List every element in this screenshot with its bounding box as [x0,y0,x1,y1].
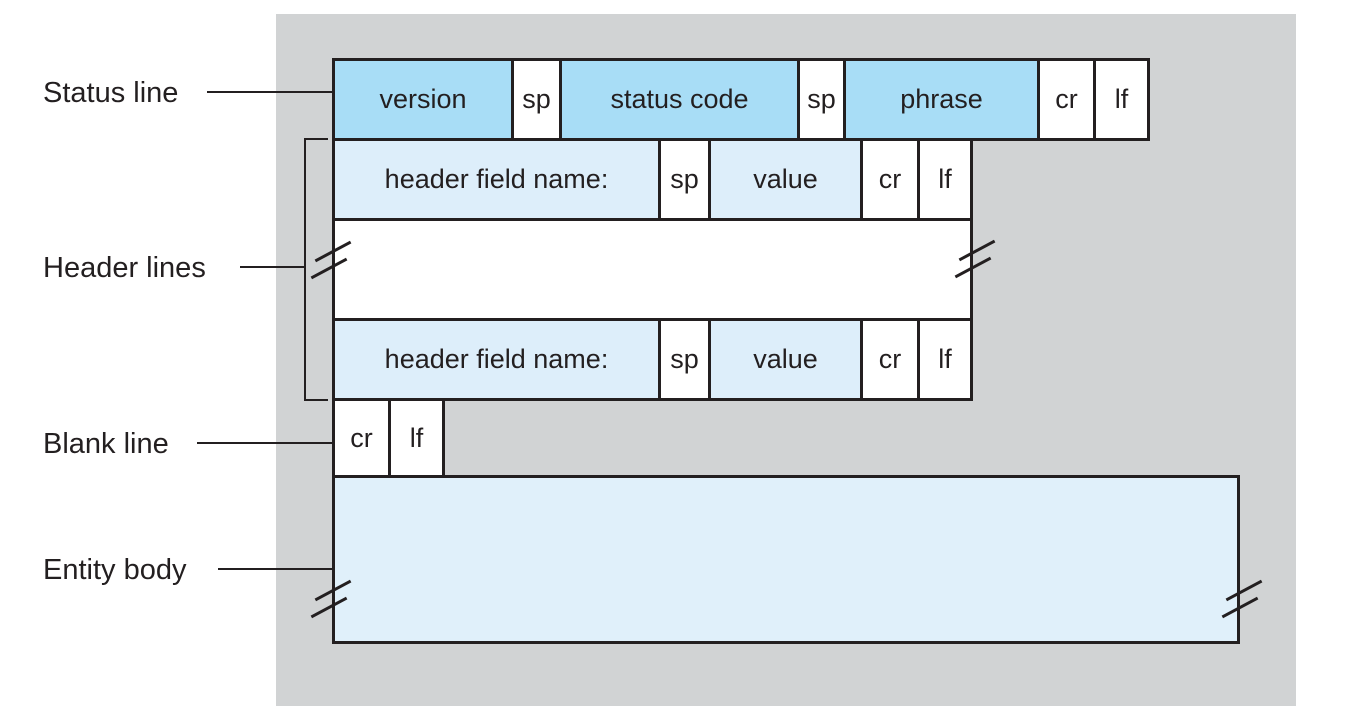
header-lines-bracket [304,138,328,401]
status-line-row: version sp status code sp phrase cr lf [332,58,1150,141]
label-entity-body: Entity body [43,554,187,586]
field-lf: lf [917,318,973,401]
field-lf: lf [388,398,445,478]
header-lines-connector [240,266,306,268]
header-line-row-2: header field name: sp value cr lf [332,318,973,401]
field-sp: sp [658,318,711,401]
field-cr: cr [860,138,920,221]
entity-body-box [332,475,1240,644]
field-cr: cr [332,398,391,478]
field-header-name: header field name: [332,318,661,401]
field-status-code: status code [559,58,800,141]
field-phrase: phrase [843,58,1040,141]
label-status-line: Status line [43,77,179,109]
header-continuation-box [332,218,973,321]
label-blank-line: Blank line [43,428,169,460]
entity-body-connector [218,568,332,570]
field-value: value [708,138,863,221]
field-value: value [708,318,863,401]
field-cr: cr [860,318,920,401]
field-lf: lf [1093,58,1150,141]
field-sp: sp [797,58,846,141]
field-version: version [332,58,514,141]
blank-line-row: cr lf [332,398,445,478]
blank-line-connector [197,442,332,444]
field-lf: lf [917,138,973,221]
field-cr: cr [1037,58,1096,141]
label-header-lines: Header lines [43,252,206,284]
field-header-name: header field name: [332,138,661,221]
field-sp: sp [511,58,562,141]
field-sp: sp [658,138,711,221]
header-line-row-1: header field name: sp value cr lf [332,138,973,221]
status-line-connector [207,91,332,93]
